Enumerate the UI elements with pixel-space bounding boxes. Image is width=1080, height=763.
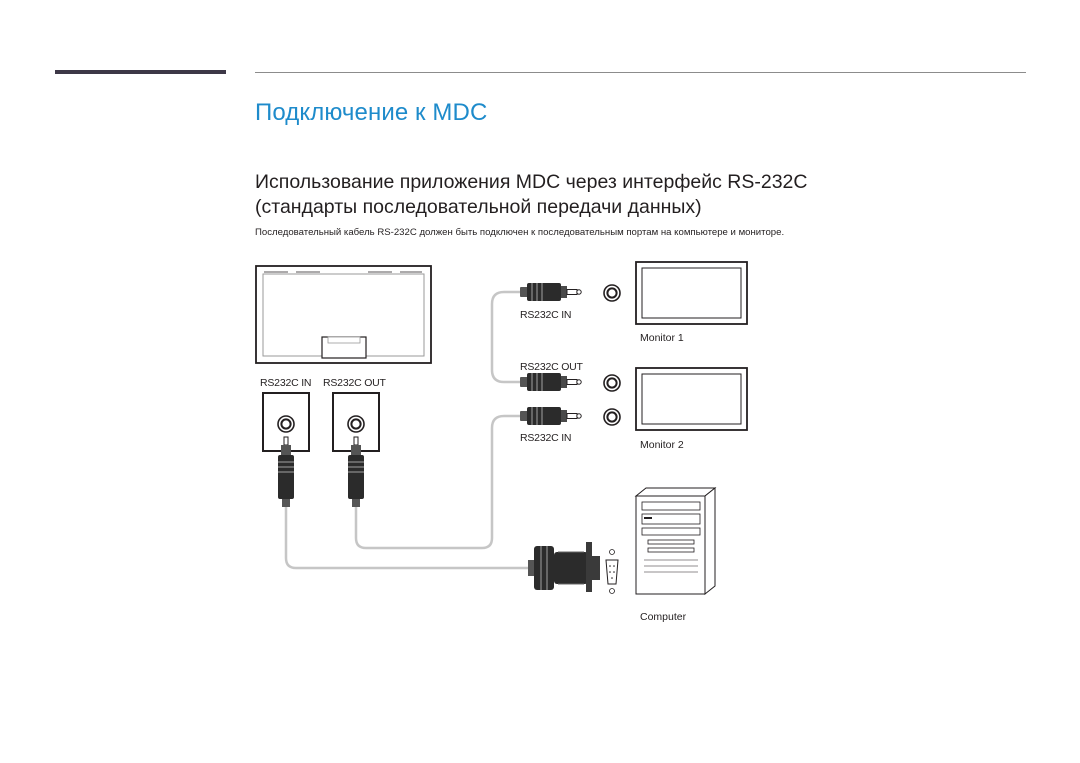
monitor1-in-plug <box>519 282 582 302</box>
cables <box>284 290 532 570</box>
subheading-line-2: (стандарты последовательной передачи дан… <box>255 196 702 218</box>
monitor1-out-socket <box>603 374 621 392</box>
page-title: Подключение к MDC <box>255 99 488 126</box>
monitor-2 <box>635 367 748 431</box>
section-rule <box>255 72 1026 73</box>
monitor-2-label: Monitor 2 <box>640 439 684 451</box>
display-port-in-label: RS232C IN <box>260 377 311 389</box>
monitor2-in-label: RS232C IN <box>520 432 571 444</box>
monitor1-in-label: RS232C IN <box>520 309 571 321</box>
monitor-1 <box>635 261 748 325</box>
monitor2-in-plug <box>519 406 582 426</box>
monitor2-in-socket <box>603 408 621 426</box>
display-port-out-label: RS232C OUT <box>323 377 387 389</box>
computer-tower <box>634 486 717 596</box>
body-paragraph: Последовательный кабель RS-232C должен б… <box>255 227 785 238</box>
monitor-1-label: Monitor 1 <box>640 332 684 344</box>
monitor-out-label: RS232C OUT <box>520 361 584 373</box>
monitor1-in-socket <box>603 284 621 302</box>
computer-label: Computer <box>640 611 687 623</box>
subheading-line-1: Использование приложения MDC через интер… <box>255 171 808 193</box>
section-subheading: Использование приложения MDC через интер… <box>255 170 955 220</box>
section-marker-bar <box>55 70 226 74</box>
db9-connector <box>528 542 619 594</box>
display-back <box>255 265 432 364</box>
monitor1-out-plug <box>519 372 582 392</box>
